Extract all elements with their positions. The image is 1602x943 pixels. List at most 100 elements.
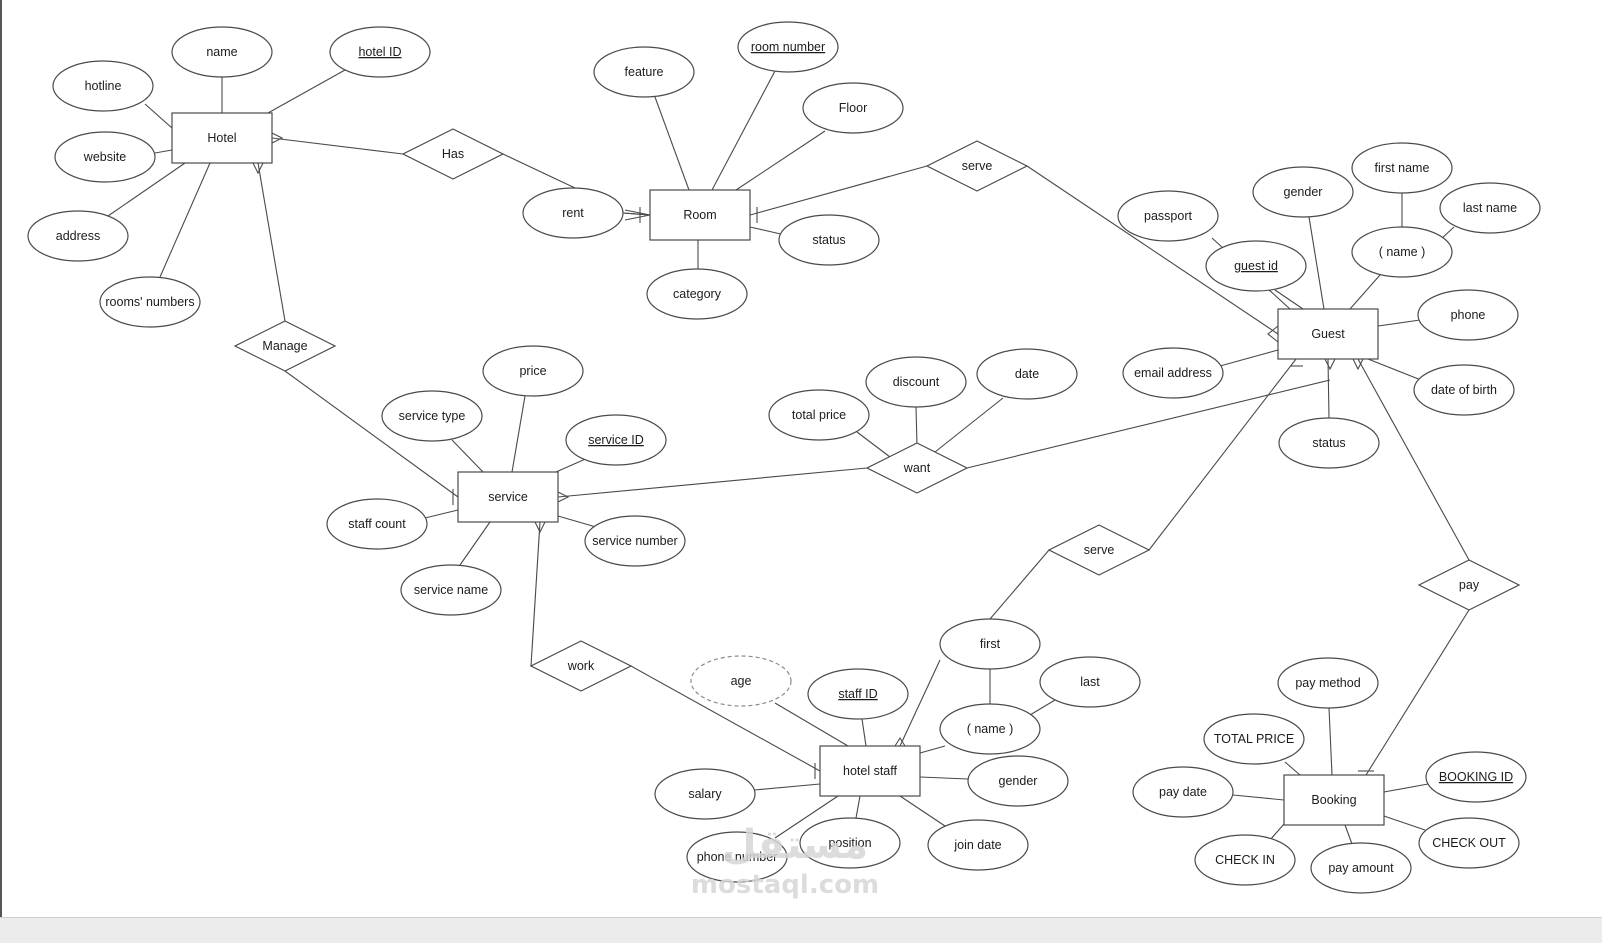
entity-room[interactable]: Room xyxy=(649,189,751,241)
attribute-label: category xyxy=(673,287,722,301)
attribute-g-dob[interactable]: date of birth xyxy=(1413,364,1515,416)
edge-want-w_discount xyxy=(915,406,918,447)
attribute-st-name[interactable]: ( name ) xyxy=(939,703,1041,755)
attribute-ellipse xyxy=(329,26,431,78)
attribute-b-id[interactable]: BOOKING ID xyxy=(1425,751,1527,803)
attribute-w-discount[interactable]: discount xyxy=(865,356,967,408)
attribute-ellipse xyxy=(584,515,686,567)
attribute-st-salary[interactable]: salary xyxy=(654,768,756,820)
edge-service-s_name xyxy=(459,521,491,566)
attribute-s-id[interactable]: service ID xyxy=(565,414,667,466)
attribute-label: pay amount xyxy=(1328,861,1394,875)
attribute-st-age[interactable]: age xyxy=(690,655,792,707)
edge-staff-st_phone xyxy=(774,795,839,839)
edge-has-room xyxy=(502,153,576,189)
attribute-r-rent[interactable]: rent xyxy=(522,187,624,239)
attribute-ellipse xyxy=(1310,842,1412,894)
attribute-b-method[interactable]: pay method xyxy=(1277,657,1379,709)
attribute-g-passport[interactable]: passport xyxy=(1117,190,1219,242)
edge-want-w_total xyxy=(856,431,891,458)
attribute-st-id[interactable]: staff ID xyxy=(807,668,909,720)
watermark: مستقل mostaql.com xyxy=(691,822,879,900)
attribute-g-name[interactable]: ( name ) xyxy=(1351,226,1453,278)
attribute-g-gender[interactable]: gender xyxy=(1252,166,1354,218)
relationship-has[interactable]: Has xyxy=(401,128,505,180)
attribute-g-first[interactable]: first name xyxy=(1351,142,1453,194)
attribute-b-total[interactable]: TOTAL PRICE xyxy=(1203,713,1305,765)
attribute-r-status[interactable]: status xyxy=(778,214,880,266)
mark-guest-crowfoot-want xyxy=(1324,358,1336,371)
attribute-g-status[interactable]: status xyxy=(1278,417,1380,469)
attribute-ellipse xyxy=(1205,240,1307,292)
attribute-ellipse xyxy=(976,348,1078,400)
attribute-label: first name xyxy=(1375,161,1430,175)
attribute-label: first xyxy=(980,637,1001,651)
attribute-s-number[interactable]: service number xyxy=(584,515,686,567)
attribute-ellipse xyxy=(99,276,201,328)
edge-hotel-h_rooms xyxy=(159,162,211,278)
attribute-label: passport xyxy=(1144,209,1192,223)
attribute-b-amount[interactable]: pay amount xyxy=(1310,842,1412,894)
relationship-work[interactable]: work xyxy=(529,640,633,692)
attribute-h-id[interactable]: hotel ID xyxy=(329,26,431,78)
attribute-ellipse xyxy=(799,817,901,869)
attribute-g-phone[interactable]: phone xyxy=(1417,289,1519,341)
relationship-manage[interactable]: Manage xyxy=(233,320,337,372)
attribute-h-rooms[interactable]: rooms' numbers xyxy=(99,276,201,328)
attribute-w-total[interactable]: total price xyxy=(768,389,870,441)
relationship-serve1[interactable]: serve xyxy=(925,140,1029,192)
attribute-g-last[interactable]: last name xyxy=(1439,182,1541,234)
attribute-ellipse xyxy=(1278,417,1380,469)
edge-staff-st_gender xyxy=(919,776,969,780)
entity-guest[interactable]: Guest xyxy=(1277,308,1379,360)
attribute-st-last[interactable]: last xyxy=(1039,656,1141,708)
attribute-r-number[interactable]: room number xyxy=(737,21,839,73)
attribute-r-floor[interactable]: Floor xyxy=(802,82,904,134)
edge-staff-st_id xyxy=(861,718,867,747)
attribute-st-phone[interactable]: phone number xyxy=(686,831,788,883)
entity-staff[interactable]: hotel staff xyxy=(819,745,921,797)
attribute-st-first[interactable]: first xyxy=(939,618,1041,670)
mark-service-crowfoot-want xyxy=(557,491,570,503)
edge-guest-g_status xyxy=(1327,358,1330,419)
attribute-s-count[interactable]: staff count xyxy=(326,498,428,550)
attribute-b-paydate[interactable]: pay date xyxy=(1132,766,1234,818)
attribute-h-address[interactable]: address xyxy=(27,210,129,262)
attribute-h-website[interactable]: website xyxy=(54,131,156,183)
relationship-pay[interactable]: pay xyxy=(1417,559,1521,611)
relationship-serve2[interactable]: serve xyxy=(1047,524,1151,576)
key-attribute-label: staff ID xyxy=(838,687,877,701)
edge-guest-g_phone xyxy=(1377,319,1421,327)
attribute-st-join[interactable]: join date xyxy=(927,819,1029,871)
attribute-ellipse xyxy=(1351,142,1453,194)
attribute-h-name[interactable]: name xyxy=(171,26,273,78)
key-attribute-label: guest id xyxy=(1234,259,1278,273)
attribute-g-email[interactable]: email address xyxy=(1122,347,1224,399)
entity-hotel[interactable]: Hotel xyxy=(171,112,273,164)
entity-booking[interactable]: Booking xyxy=(1283,774,1385,826)
attribute-g-id[interactable]: guest id xyxy=(1205,240,1307,292)
attribute-st-gender[interactable]: gender xyxy=(967,755,1069,807)
attribute-ellipse xyxy=(565,414,667,466)
attribute-ellipse xyxy=(1252,166,1354,218)
attribute-ellipse xyxy=(54,131,156,183)
attribute-s-price[interactable]: price xyxy=(482,345,584,397)
attribute-h-hotline[interactable]: hotline xyxy=(52,60,154,112)
entity-service[interactable]: service xyxy=(457,471,559,523)
edge-service-s_type xyxy=(451,439,484,473)
attribute-b-checkin[interactable]: CHECK IN xyxy=(1194,834,1296,886)
attribute-s-type[interactable]: service type xyxy=(381,390,483,442)
key-attribute-label: BOOKING ID xyxy=(1439,770,1513,784)
mark-hotel-crowfoot-has xyxy=(271,132,284,144)
attribute-st-position[interactable]: position xyxy=(799,817,901,869)
attribute-r-category[interactable]: category xyxy=(646,268,748,320)
relationship-want[interactable]: want xyxy=(865,442,969,494)
edge-booking-b_checkin xyxy=(1269,823,1285,841)
attribute-ellipse xyxy=(1439,182,1541,234)
attribute-s-name[interactable]: service name xyxy=(400,564,502,616)
attribute-b-checkout[interactable]: CHECK OUT xyxy=(1418,817,1520,869)
relationship-label: serve xyxy=(962,159,993,173)
attribute-w-date[interactable]: date xyxy=(976,348,1078,400)
attribute-label: rent xyxy=(562,206,584,220)
attribute-r-feature[interactable]: feature xyxy=(593,46,695,98)
